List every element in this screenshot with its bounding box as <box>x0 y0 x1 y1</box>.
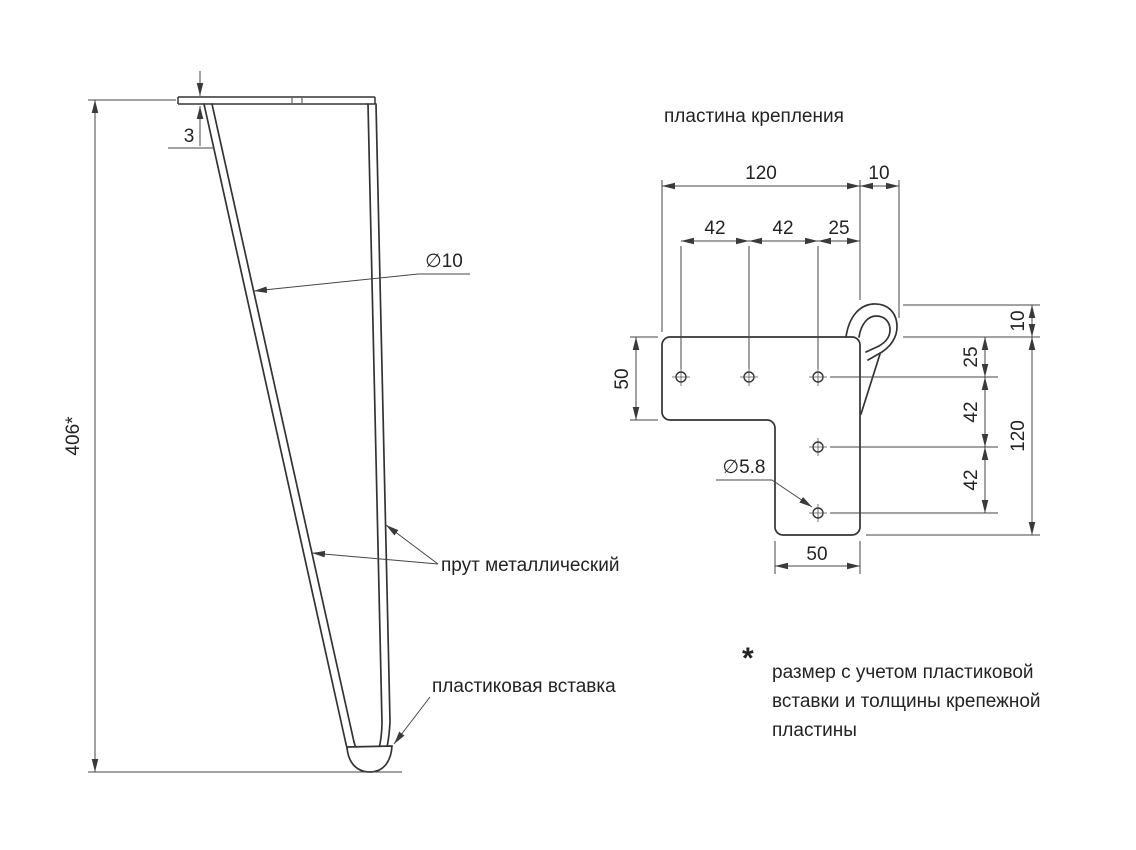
hole-pitch-b-label: 42 <box>772 218 793 239</box>
dim-hole-diameter: ∅5.8 <box>716 457 813 508</box>
dim-top-120-10: 120 10 <box>661 163 900 332</box>
plate-height-label: 120 <box>1008 420 1029 452</box>
top-to-hole-label: 25 <box>961 346 982 367</box>
dim-right-chain-outer: 10 120 <box>1008 305 1036 535</box>
dim-hole-pitches-top: 42 42 25 <box>680 218 860 369</box>
flange-height-label: 10 <box>1008 310 1029 331</box>
dim-right-extensions <box>830 304 1040 536</box>
plate-drawing: пластина крепления 120 10 <box>612 106 1040 574</box>
plate-title: пластина крепления <box>664 106 844 127</box>
callout-plastic-insert: пластиковая вставка <box>393 676 616 745</box>
footnote-line-3: пластины <box>772 720 857 741</box>
leg-top-plate <box>177 96 376 105</box>
flange-offset-label: 10 <box>868 163 889 184</box>
footnote: * размер с учетом пластиковой вставки и … <box>742 642 1041 741</box>
dim-bottom-50: 50 <box>774 541 861 574</box>
plastic-insert-label: пластиковая вставка <box>432 676 616 697</box>
hole-pitch-v1-label: 42 <box>961 401 982 422</box>
leg-drawing: 406* 3 ∅10 прут металлический пластикова… <box>63 71 619 773</box>
dim-right-chain-inner: 25 42 42 <box>961 337 989 513</box>
footnote-asterisk: * <box>742 642 754 675</box>
edge-offset-label: 25 <box>828 218 849 239</box>
footnote-line-1: размер с учетом пластиковой <box>772 662 1034 683</box>
rod-diameter-label: ∅10 <box>425 251 463 272</box>
arm-width-left-label: 50 <box>612 368 633 389</box>
metal-rod-label: прут металлический <box>441 555 619 576</box>
dim-left-50: 50 <box>612 336 658 421</box>
plate-holes <box>672 368 827 522</box>
plate-width-label: 120 <box>745 163 777 184</box>
hole-pitch-v2-label: 42 <box>961 469 982 490</box>
callout-metal-rod: прут металлический <box>311 524 619 576</box>
dim-rod-diameter: ∅10 <box>253 251 470 293</box>
hole-diameter-label: ∅5.8 <box>723 457 766 478</box>
leg-plastic-insert <box>346 745 393 773</box>
hole-pitch-a-label: 42 <box>704 218 725 239</box>
dim-3: 3 <box>168 71 214 149</box>
thickness-dimension-label: 3 <box>184 126 195 147</box>
arm-width-bottom-label: 50 <box>806 544 827 565</box>
footnote-line-2: вставки и толщины крепежной <box>772 691 1041 712</box>
dim-406: 406* <box>63 99 402 773</box>
plate-outline <box>661 303 898 536</box>
height-dimension-label: 406* <box>63 416 84 456</box>
leg-rods <box>203 103 391 771</box>
